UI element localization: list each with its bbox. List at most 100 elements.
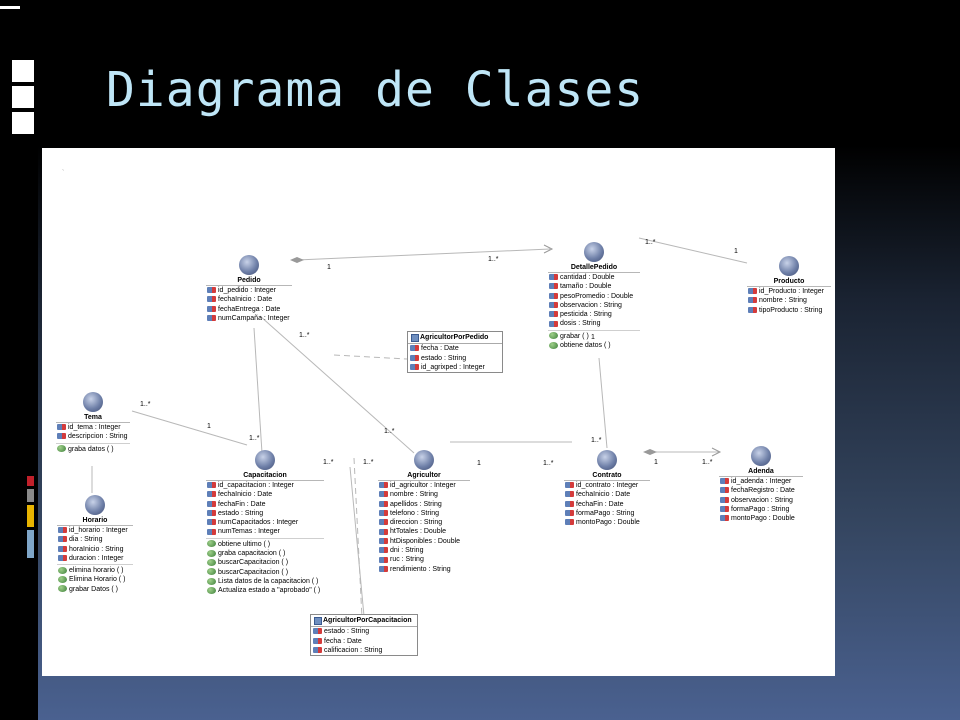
- attribute-icon: [565, 519, 574, 526]
- class-name: Horario: [82, 517, 108, 524]
- stripe-gray: [27, 489, 34, 502]
- attribute-icon: [57, 424, 66, 431]
- class-name: Agricultor: [407, 472, 441, 479]
- arrow-head-adenda: [711, 447, 722, 457]
- attribute-icon: [549, 283, 558, 290]
- attribute: id_adenda : Integer: [719, 477, 803, 486]
- class-producto[interactable]: Producto id_Producto : Integer nombre : …: [747, 256, 831, 315]
- class-icon: [751, 446, 771, 466]
- class-icon: [779, 256, 799, 276]
- class-detallepedido[interactable]: DetallePedido cantidad : Double tamaño :…: [548, 242, 640, 350]
- multiplicity-label: 1..*: [543, 460, 554, 467]
- attribute-icon: [410, 345, 419, 352]
- attribute: htTotales : Double: [378, 527, 470, 536]
- diagram-corner-tick: `: [62, 170, 64, 177]
- attribute-icon: [57, 433, 66, 440]
- attribute-icon: [313, 647, 322, 654]
- attribute-icon: [58, 555, 67, 562]
- association-lines: `: [62, 170, 748, 619]
- association-class-agricultorporpedido[interactable]: AgricultorPorPedido fecha : Date estado …: [407, 331, 503, 374]
- multiplicity-label: 1..*: [363, 459, 374, 466]
- attribute-icon: [720, 515, 729, 522]
- link-capacitacion-assoc: [349, 466, 365, 617]
- method-icon: [207, 549, 216, 557]
- attribute-icon: [549, 311, 558, 318]
- attribute: pesticida : String: [548, 310, 640, 319]
- attribute-icon: [313, 628, 322, 635]
- method: graba capacitacion ( ): [206, 549, 324, 558]
- link-pedido-agricultor: [259, 315, 415, 454]
- attribute-icon: [379, 565, 388, 572]
- attribute: fechaEntrega : Date: [206, 305, 292, 314]
- stripe-red: [27, 476, 34, 486]
- class-pedido[interactable]: Pedido id_pedido : Integer fechaInicio :…: [206, 255, 292, 323]
- stripe-yellow: [27, 505, 34, 527]
- attribute-icon: [379, 537, 388, 544]
- method: obtiene ultimo ( ): [206, 540, 324, 549]
- attribute: id_capacitacion : Integer: [206, 481, 324, 490]
- attribute-icon: [720, 506, 729, 513]
- method: elimina horario ( ): [57, 566, 133, 575]
- association-class-agricultorporcapacitacion[interactable]: AgricultorPorCapacitacion estado : Strin…: [310, 614, 418, 657]
- attribute: id_agrixped : Integer: [408, 363, 502, 372]
- method: grabar ( ): [548, 332, 640, 341]
- method-icon: [207, 586, 216, 594]
- class-icon: [239, 255, 259, 275]
- attribute: id_horario : Integer: [57, 526, 133, 535]
- multiplicity-label: 1: [207, 423, 211, 430]
- attribute-icon: [207, 491, 216, 498]
- class-horario[interactable]: Horario id_horario : Integer dia : Strin…: [57, 495, 133, 594]
- method: buscarCapacitacion ( ): [206, 568, 324, 577]
- link-detalle-producto: [638, 237, 748, 264]
- attribute: dni : String: [378, 546, 470, 555]
- multiplicity-label: 1..*: [488, 256, 499, 263]
- corner-mark: [0, 6, 20, 9]
- attribute: dia : String: [57, 535, 133, 544]
- arrow-head-detalle: [543, 244, 554, 254]
- link-pedido-detalle: [296, 248, 551, 261]
- slide-title: Diagrama de Clases: [106, 62, 645, 118]
- deco-square: [12, 112, 34, 134]
- attribute-icon: [207, 296, 216, 303]
- multiplicity-label: 1..*: [140, 401, 151, 408]
- attribute-icon: [207, 519, 216, 526]
- class-tema[interactable]: Tema id_tema : Integer descripcion : Str…: [56, 392, 130, 454]
- attribute: estado : String: [206, 509, 324, 518]
- class-agricultor[interactable]: Agricultor id_agricultor : Integer nombr…: [378, 450, 470, 574]
- uml-diagram: ` 1 1..* 1..* 1 1..* 1..* 1 1..* 1..* 1.…: [42, 148, 835, 676]
- attribute-icon: [58, 536, 67, 543]
- attribute-icon: [207, 510, 216, 517]
- deco-square: [12, 86, 34, 108]
- attribute-icon: [207, 528, 216, 535]
- attribute: htDisponibles : Double: [378, 537, 470, 546]
- multiplicity-label: 1..*: [249, 435, 260, 442]
- attribute: tipoProducto : String: [747, 306, 831, 315]
- attribute-icon: [207, 287, 216, 294]
- attribute-icon: [720, 496, 729, 503]
- method-icon: [57, 445, 66, 453]
- attribute: fecha : Date: [408, 344, 502, 353]
- class-capacitacion[interactable]: Capacitacion id_capacitacion : Integer f…: [206, 450, 324, 596]
- attribute: fechaInicio : Date: [564, 490, 650, 499]
- method: Lista datos de la capacitacion ( ): [206, 577, 324, 586]
- multiplicity-label: 1: [591, 334, 595, 341]
- attribute: id_pedido : Integer: [206, 286, 292, 295]
- class-name: Contrato: [592, 472, 622, 479]
- attribute-icon: [379, 500, 388, 507]
- attribute-icon: [565, 500, 574, 507]
- class-contrato[interactable]: Contrato id_contrato : Integer fechaInic…: [564, 450, 650, 527]
- attribute: numCampaña : Integer: [206, 314, 292, 323]
- attribute-icon: [565, 482, 574, 489]
- attribute-icon: [748, 288, 757, 295]
- class-adenda[interactable]: Adenda id_adenda : Integer fechaRegistro…: [719, 446, 803, 523]
- attribute: observacion : String: [719, 496, 803, 505]
- attribute-icon: [379, 547, 388, 554]
- method-icon: [207, 577, 216, 585]
- attribute: id_Producto : Integer: [747, 287, 831, 296]
- multiplicity-label: 1..*: [299, 332, 310, 339]
- attribute: nombre : String: [747, 296, 831, 305]
- attribute-icon: [313, 637, 322, 644]
- method-icon: [58, 585, 67, 593]
- method-icon: [58, 576, 67, 584]
- attribute: estado : String: [408, 354, 502, 363]
